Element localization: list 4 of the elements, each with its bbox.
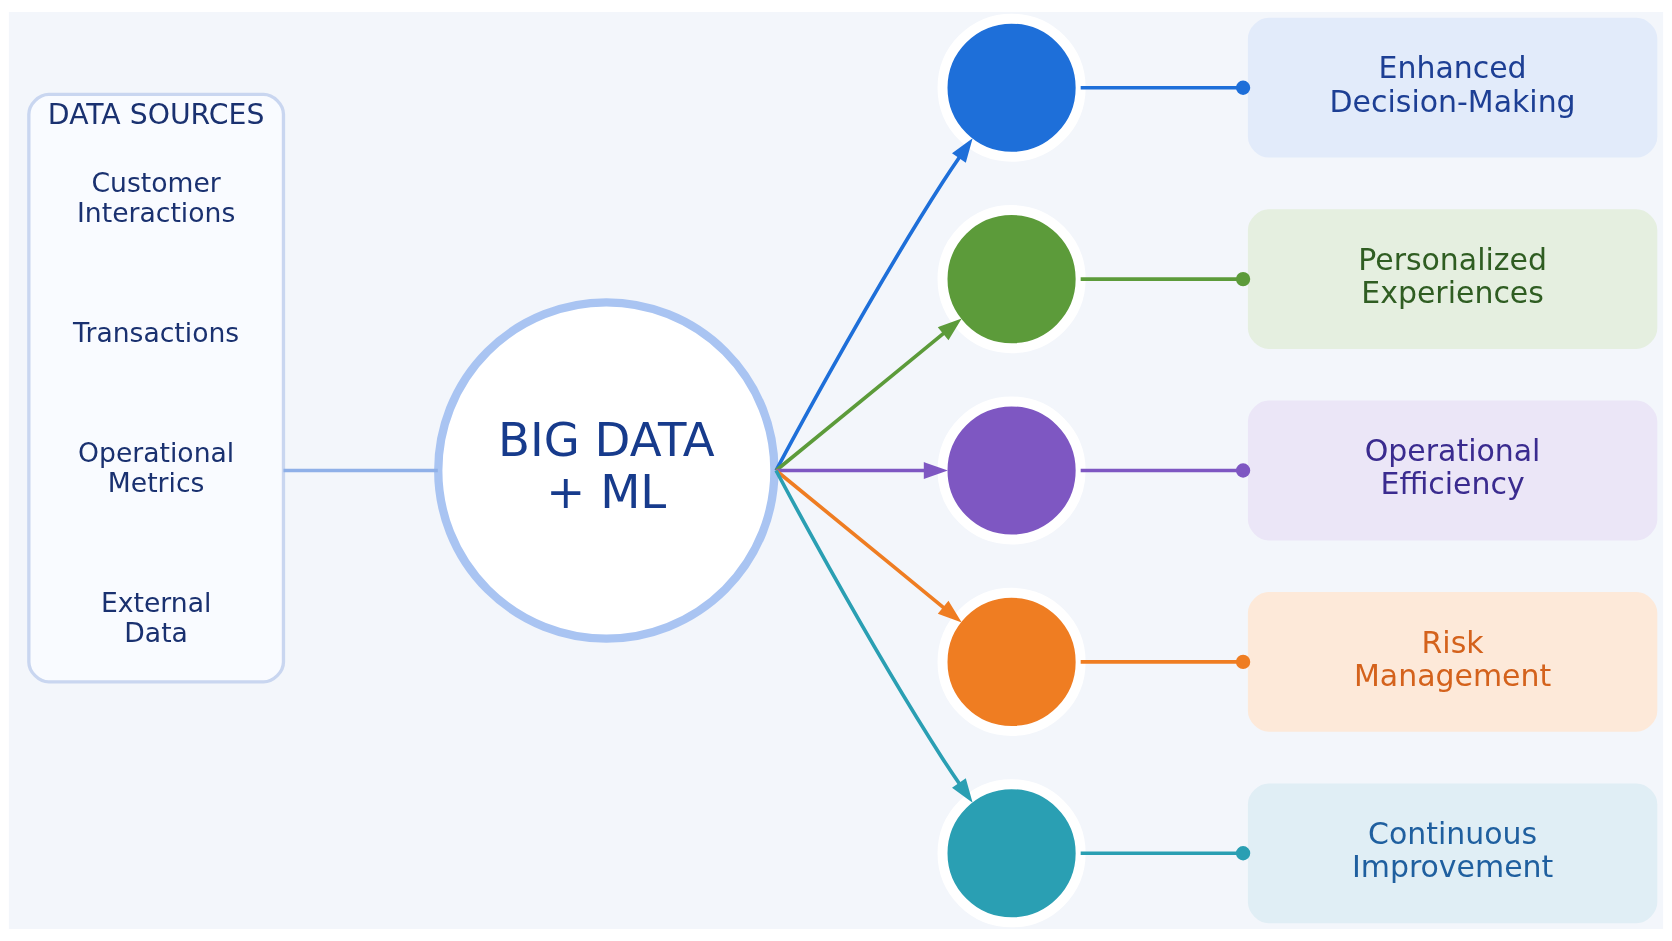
node-text: Operational Metrics [78,436,235,498]
node-text: Transactions [73,317,240,349]
node-text: External Data [100,586,212,648]
node-text: Customer Interactions [77,167,236,229]
